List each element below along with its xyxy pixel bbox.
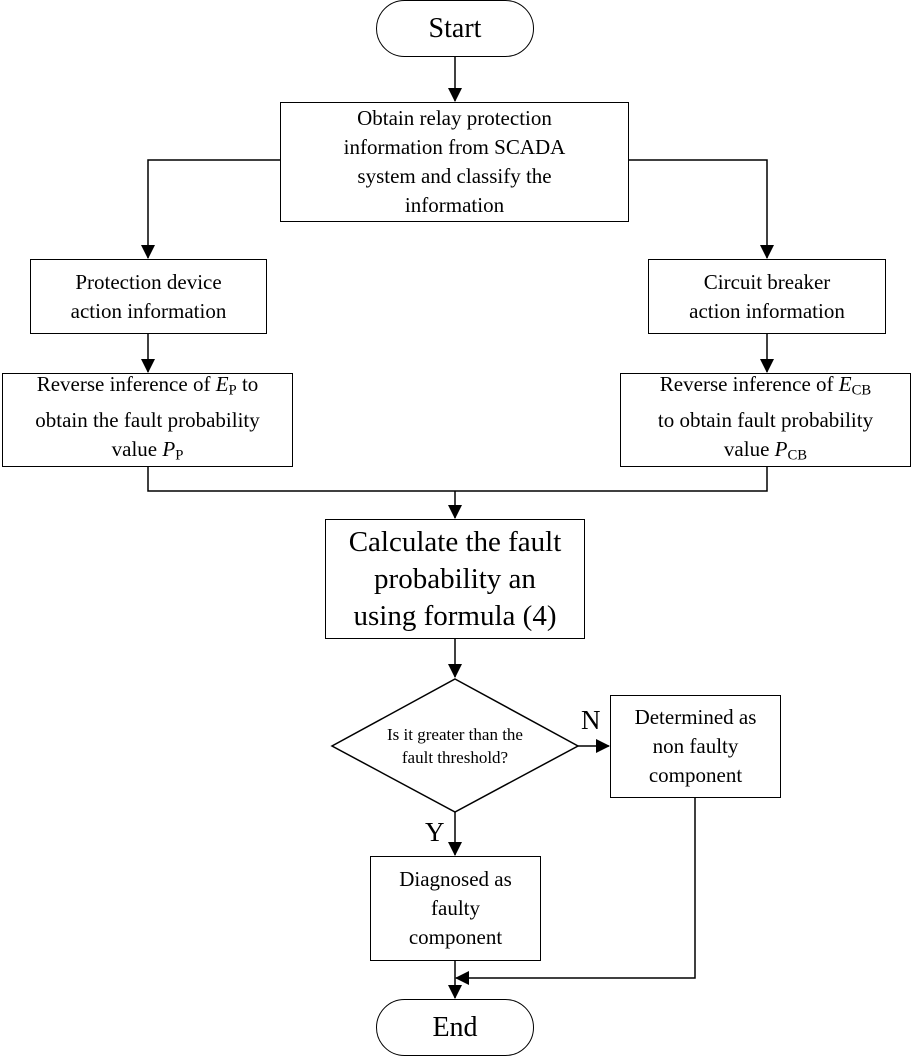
reverse-cb-line-2: to obtain fault probability (657, 407, 874, 432)
end-node: End (376, 999, 534, 1056)
reverse-cb-value-prefix: value (723, 436, 775, 461)
calculate-line-2: probability an (374, 562, 536, 595)
faulty-line-1: Diagnosed as (399, 867, 512, 891)
faulty-line-3: component (408, 925, 503, 949)
reverse-p-suffix: to (236, 371, 259, 396)
decision-text: Is it greater than the fault threshold? (352, 721, 558, 771)
faulty-line-2: faulty (431, 896, 480, 920)
reverse-p-sub-p: P (175, 447, 184, 464)
reverse-cb-sub-e: CB (851, 382, 872, 399)
non-faulty-box: Determined as non faulty component (610, 695, 781, 798)
calculate-line-3: using formula (4) (353, 599, 557, 632)
reverse-p-var-e: E (215, 371, 229, 396)
reverse-p-value-prefix: value (111, 436, 163, 461)
breaker-info-box: Circuit breaker action information (648, 259, 886, 334)
reverse-p-line-2: obtain the fault probability (35, 407, 260, 432)
decision-line-2: fault threshold? (401, 748, 509, 767)
reverse-cb-var-e: E (838, 371, 852, 396)
non-faulty-line-3: component (648, 763, 743, 787)
yes-branch-label: Y (425, 817, 445, 847)
obtain-line-2: information from SCADA (343, 135, 566, 159)
reverse-cb-var-p: P (774, 436, 788, 461)
reverse-cb-line-3: value PCB (724, 435, 807, 471)
reverse-p-sub-e: P (228, 382, 237, 399)
reverse-p-line-1: Reverse inference of EP to (37, 370, 259, 406)
arrow-obtain-to-protection (141, 159, 280, 259)
reverse-p-line-3: value PP (112, 435, 184, 471)
protection-line-1: Protection device (75, 269, 222, 294)
obtain-line-1: Obtain relay protection (357, 106, 552, 130)
start-node: Start (376, 0, 534, 57)
protection-info-box: Protection device action information (30, 259, 267, 334)
reverse-p-prefix: Reverse inference of (36, 371, 216, 396)
merge-line (147, 466, 768, 492)
protection-line-2: action information (70, 298, 227, 323)
non-faulty-line-2: non faulty (652, 734, 739, 758)
calculate-box: Calculate the fault probability an using… (325, 519, 585, 639)
arrow-nonfaulty-to-end (455, 798, 696, 985)
decision-diamond (330, 678, 580, 813)
breaker-line-1: Circuit breaker (703, 269, 831, 294)
faulty-box: Diagnosed as faulty component (370, 856, 541, 961)
arrow-obtain-to-breaker (629, 159, 774, 259)
obtain-line-3: system and classify the (357, 164, 552, 188)
end-label: End (432, 1011, 478, 1043)
decision-line-1: Is it greater than the (387, 725, 523, 744)
reverse-cb-sub-p: CB (787, 447, 808, 464)
reverse-cb-prefix: Reverse inference of (659, 371, 839, 396)
breaker-line-2: action information (689, 298, 845, 323)
obtain-info-box: Obtain relay protection information from… (280, 102, 629, 222)
no-branch-label: N (581, 705, 601, 735)
reverse-cb-line-1: Reverse inference of ECB (660, 370, 871, 406)
reverse-inference-p-box: Reverse inference of EP to obtain the fa… (2, 370, 293, 467)
start-label: Start (428, 12, 482, 44)
obtain-line-4: information (404, 193, 505, 217)
reverse-p-var-p: P (162, 436, 176, 461)
reverse-inference-cb-box: Reverse inference of ECB to obtain fault… (620, 370, 911, 467)
calculate-line-1: Calculate the fault (348, 525, 562, 558)
non-faulty-line-1: Determined as (634, 705, 757, 729)
